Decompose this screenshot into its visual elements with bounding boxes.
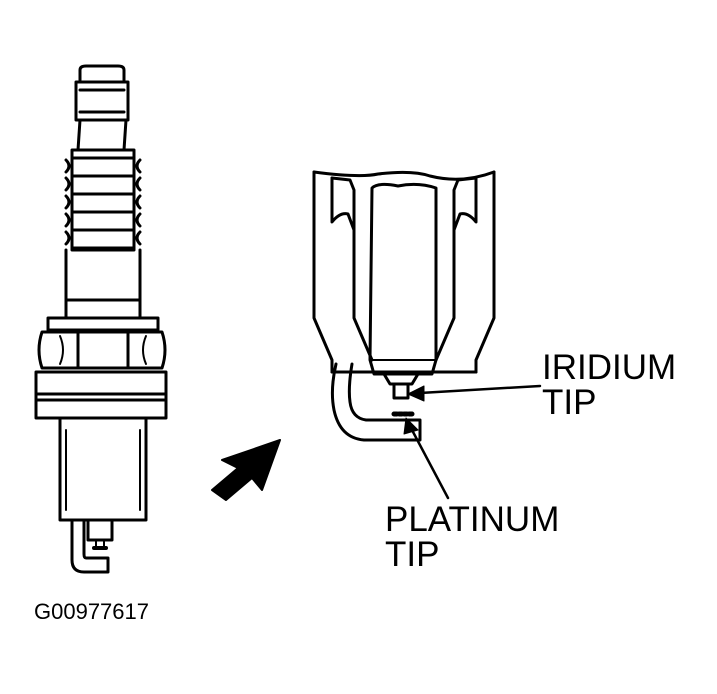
platinum-label-line1: PLATINUM <box>385 500 560 539</box>
plug-gasket <box>34 370 168 420</box>
plug-collar <box>46 316 160 332</box>
plug-insulator-ribs <box>64 148 142 252</box>
zoom-direction-arrow <box>211 439 281 501</box>
plug-center-electrode <box>86 518 114 542</box>
platinum-leader <box>403 417 450 500</box>
plug-ground-electrode <box>70 518 110 574</box>
plug-threaded-shell <box>58 416 148 522</box>
iridium-label-line2: TIP <box>542 383 597 422</box>
plug-hex-nut <box>37 330 167 370</box>
plug-insulator-body <box>64 248 142 320</box>
ground-electrode <box>330 362 422 442</box>
platinum-label-line2: TIP <box>385 535 440 574</box>
iridium-leader <box>407 384 542 402</box>
shell-left-wall <box>312 170 334 374</box>
shell-right-wall <box>474 170 496 374</box>
figure-code: G00977617 <box>34 599 149 624</box>
insulator-nose <box>368 182 438 376</box>
plug-terminal <box>78 64 126 82</box>
plug-terminal-body <box>74 80 130 122</box>
iridium-tip <box>392 382 410 400</box>
iridium-label-line1: IRIDIUM <box>542 348 677 387</box>
plug-insulator-neck <box>76 118 128 152</box>
electrode-tip-detail <box>312 170 496 442</box>
spark-plug-overview <box>34 64 168 574</box>
